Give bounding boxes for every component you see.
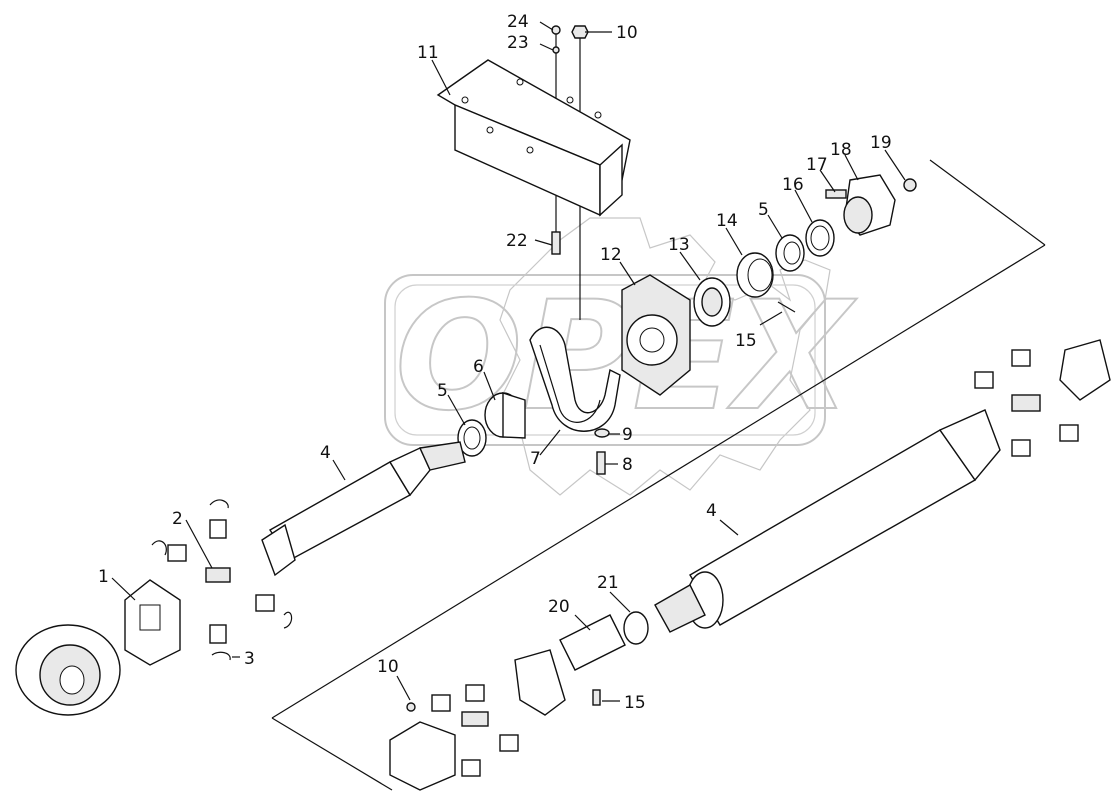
callout-10-bottom: 10 xyxy=(377,657,399,677)
bearing-13 xyxy=(693,277,731,327)
callout-6: 6 xyxy=(473,357,484,377)
universal-joint-front xyxy=(151,499,293,661)
bolt-8 xyxy=(596,451,606,475)
slip-yoke-20 xyxy=(514,614,626,716)
callout-23: 23 xyxy=(507,33,529,53)
bolt-22 xyxy=(551,231,561,255)
callout-20: 20 xyxy=(548,597,570,617)
washer-9 xyxy=(594,428,610,438)
dust-cover-14 xyxy=(736,252,774,298)
callout-18: 18 xyxy=(830,140,852,160)
companion-flange xyxy=(15,624,121,716)
callout-10-top: 10 xyxy=(616,23,638,43)
callout-12: 12 xyxy=(600,245,622,265)
callout-24: 24 xyxy=(507,12,529,32)
top-fasteners xyxy=(551,25,589,54)
universal-joint-bottom xyxy=(389,684,519,791)
callout-7: 7 xyxy=(530,449,541,469)
flange-yoke-18 xyxy=(825,174,917,236)
seal-5-upper xyxy=(775,234,805,272)
callout-22: 22 xyxy=(506,231,528,251)
callout-8: 8 xyxy=(622,455,633,475)
callout-11: 11 xyxy=(417,43,439,63)
bearing-housing xyxy=(621,274,691,396)
callouts: 1 2 3 4 4 5 5 6 7 8 9 10 10 11 12 13 14 … xyxy=(98,12,892,713)
callout-9: 9 xyxy=(622,425,633,445)
callout-5-lower: 5 xyxy=(437,381,448,401)
callout-1: 1 xyxy=(98,567,109,587)
callout-19: 19 xyxy=(870,133,892,153)
callout-15-upper: 15 xyxy=(735,331,757,351)
callout-5-upper: 5 xyxy=(758,200,769,220)
seal-5-lower xyxy=(457,419,487,457)
leader-lines xyxy=(111,21,906,702)
rear-shaft-4 xyxy=(654,409,1001,633)
sleeve-6 xyxy=(484,392,526,439)
flange-yoke-1 xyxy=(124,579,181,666)
circlip-16 xyxy=(805,219,835,257)
callout-3: 3 xyxy=(244,649,255,669)
callout-16: 16 xyxy=(782,175,804,195)
front-shaft-4 xyxy=(261,441,466,577)
callout-4-rear: 4 xyxy=(706,501,717,521)
support-cushion xyxy=(529,326,621,432)
callout-21: 21 xyxy=(597,573,619,593)
mounting-bracket xyxy=(436,59,631,217)
seal-21 xyxy=(623,611,649,645)
callout-13: 13 xyxy=(668,235,690,255)
callout-2: 2 xyxy=(172,509,183,529)
callout-17: 17 xyxy=(806,155,828,175)
callout-4-front: 4 xyxy=(320,443,331,463)
callout-14: 14 xyxy=(716,211,738,231)
callout-15-lower: 15 xyxy=(624,693,646,713)
universal-joint-rear xyxy=(974,339,1111,457)
grease-nipple-upper xyxy=(777,301,796,313)
